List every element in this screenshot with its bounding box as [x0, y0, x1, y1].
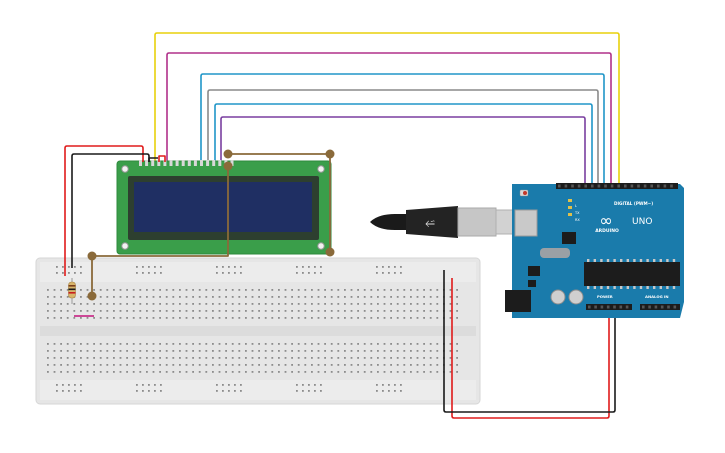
- atmega-chip: [584, 262, 680, 286]
- wire-brown-contrast[interactable]: [91, 166, 229, 296]
- wire-gray[interactable]: [207, 89, 599, 186]
- arduino-model: UNO: [632, 217, 652, 227]
- tx-label: TX: [574, 211, 580, 215]
- arduino-logo: ∞: [599, 211, 612, 230]
- wire-purple[interactable]: [220, 116, 586, 186]
- rx-label: RX: [575, 218, 580, 222]
- wire-black-lcd-gnd[interactable]: [71, 153, 150, 268]
- wire-red-lcd-backlight[interactable]: [158, 155, 166, 162]
- wire-magenta[interactable]: [166, 52, 612, 186]
- analog-header[interactable]: [640, 304, 680, 310]
- usb-cable[interactable]: ⭁: [370, 206, 537, 238]
- wire-yellow[interactable]: [154, 32, 620, 186]
- wire-red-lcd-power[interactable]: [64, 145, 144, 276]
- lcd-data-wires[interactable]: [154, 32, 620, 186]
- arduino-uno-board[interactable]: ∞ ARDUINO UNO DIGITAL (PWM~) POWER ANALO…: [505, 183, 684, 318]
- lcd-mount-hole: [317, 165, 325, 173]
- lcd-mount-hole: [121, 242, 129, 250]
- power-header-label: POWER: [597, 294, 613, 299]
- breadboard-holes: [47, 266, 458, 392]
- reset-button[interactable]: [523, 191, 527, 195]
- wire-black-lcd-k[interactable]: [148, 157, 158, 162]
- wire-black-gnd[interactable]: [443, 270, 616, 413]
- wire-cyan-2[interactable]: [214, 103, 593, 186]
- l-label: L: [575, 204, 577, 208]
- capacitor: [550, 289, 566, 305]
- usb-icon: ⭁: [425, 216, 435, 230]
- breadboard[interactable]: [35, 257, 481, 405]
- lcd-module[interactable]: [116, 160, 332, 255]
- digital-header-label: DIGITAL (PWM~): [614, 201, 653, 206]
- wire-red-5v[interactable]: [451, 278, 610, 419]
- analog-header-label: ANALOG IN: [645, 294, 669, 299]
- lcd-mount-hole: [317, 242, 325, 250]
- lcd-mount-hole: [121, 165, 129, 173]
- wire-cyan-1[interactable]: [200, 73, 605, 186]
- power-wires[interactable]: [64, 145, 616, 419]
- capacitor: [568, 289, 584, 305]
- arduino-brand: ARDUINO: [595, 228, 619, 234]
- digital-header[interactable]: [556, 183, 678, 189]
- resistor[interactable]: [68, 278, 76, 304]
